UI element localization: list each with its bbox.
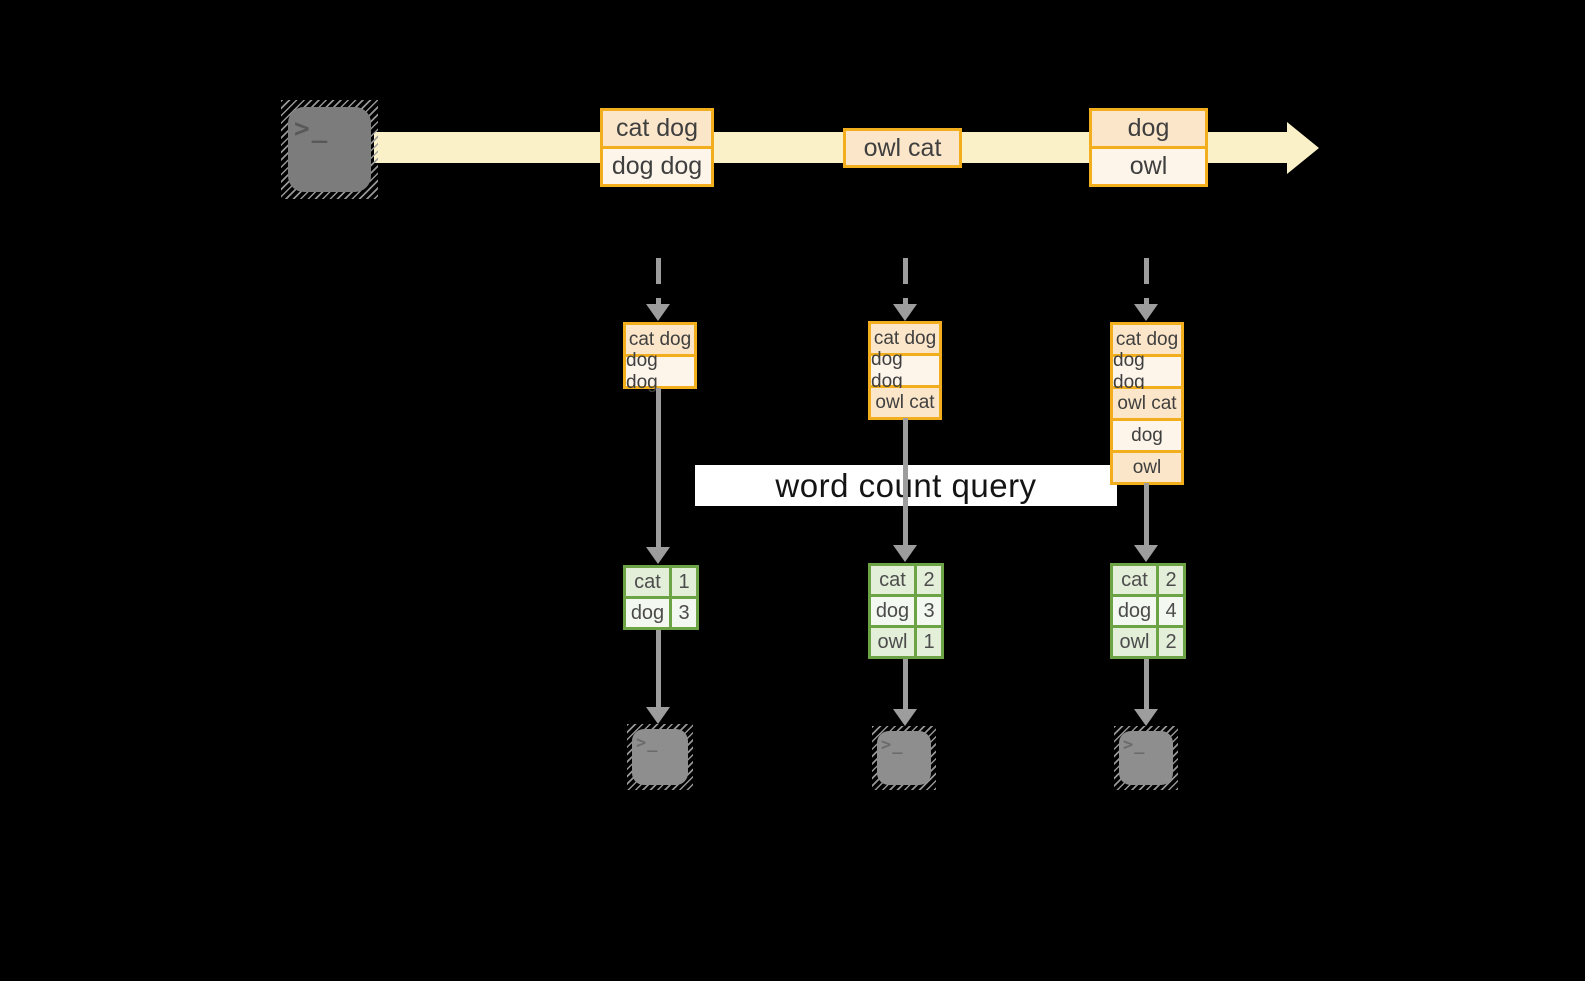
arrow-line [903,659,908,710]
table-row: cat 2 [871,566,941,594]
buffer-row: owl cat [871,388,939,417]
word-cell: dog [626,599,669,627]
arrowhead-icon [646,547,670,564]
buffer-row: dog dog [1113,350,1181,393]
word-cell: dog [1113,597,1156,625]
stream-batch-3: dog owl [1089,108,1208,187]
terminal-sink-icon: >_ [627,724,693,790]
dashed-arrowhead-icon [893,304,917,321]
table-row: dog 3 [626,599,696,627]
dashed-arrow-line [656,258,661,306]
table-row: dog 3 [871,597,941,625]
arrow-line [1144,659,1149,710]
terminal-screen [877,731,931,785]
arrowhead-icon [893,709,917,726]
word-cell: owl [1113,628,1156,656]
batch-row: dog dog [603,149,711,184]
count-cell: 3 [917,597,941,625]
terminal-source-icon: >_ [281,100,378,199]
arrowhead-icon [1134,545,1158,562]
count-cell: 2 [1159,628,1183,656]
batch-row: cat dog [603,111,711,146]
count-cell: 1 [917,628,941,656]
word-cell: cat [1113,566,1156,594]
buffer-row: dog dog [626,350,694,393]
word-count-table-2: cat 2 dog 3 owl 1 [868,563,944,659]
batch-row: owl [1092,149,1205,184]
terminal-sink-icon: >_ [1114,726,1178,790]
dashed-arrow-line [1144,258,1149,306]
table-row: cat 2 [1113,566,1183,594]
buffer-row: dog dog [871,349,939,392]
stream-batch-2: owl cat [843,128,962,168]
arrowhead-icon [1134,709,1158,726]
input-buffer-1: cat dog dog dog [623,322,697,393]
terminal-sink-icon: >_ [872,726,936,790]
table-row: owl 2 [1113,628,1183,656]
buffer-row: owl [1113,453,1181,482]
terminal-prompt-icon: >_ [881,735,904,755]
arrowhead-icon [893,545,917,562]
buffer-row: owl cat [1113,389,1181,418]
count-cell: 4 [1159,597,1183,625]
dashed-arrowhead-icon [1134,304,1158,321]
terminal-screen [288,107,371,192]
terminal-prompt-icon: >_ [1123,735,1146,755]
arrowhead-icon [646,707,670,724]
word-cell: cat [871,566,914,594]
word-count-table-3: cat 2 dog 4 owl 2 [1110,563,1186,659]
dashed-arrow-line [903,258,908,306]
table-row: owl 1 [871,628,941,656]
count-cell: 3 [672,599,696,627]
batch-row: owl cat [846,131,959,165]
buffer-row: cat dog [626,325,694,354]
terminal-screen [632,729,688,785]
buffer-row: cat dog [871,324,939,353]
count-cell: 1 [672,568,696,596]
stream-batch-1: cat dog dog dog [600,108,714,187]
terminal-screen [1119,731,1173,785]
input-buffer-3: cat dog dog dog owl cat dog owl [1110,322,1184,485]
arrow-line [656,630,661,708]
terminal-prompt-icon: >_ [294,114,330,144]
count-cell: 2 [917,566,941,594]
buffer-row: cat dog [1113,325,1181,354]
terminal-prompt-icon: >_ [636,733,659,753]
word-cell: owl [871,628,914,656]
arrow-line [903,418,908,546]
stream-arrowhead-icon [1287,122,1319,174]
buffer-row: dog [1113,421,1181,450]
dashed-arrowhead-icon [646,304,670,321]
input-buffer-2: cat dog dog dog owl cat [868,321,942,420]
count-cell: 2 [1159,566,1183,594]
arrow-line [1144,483,1149,546]
word-count-table-1: cat 1 dog 3 [623,565,699,630]
word-cell: cat [626,568,669,596]
batch-row: dog [1092,111,1205,146]
table-row: cat 1 [626,568,696,596]
word-cell: dog [871,597,914,625]
arrow-line [656,388,661,548]
table-row: dog 4 [1113,597,1183,625]
